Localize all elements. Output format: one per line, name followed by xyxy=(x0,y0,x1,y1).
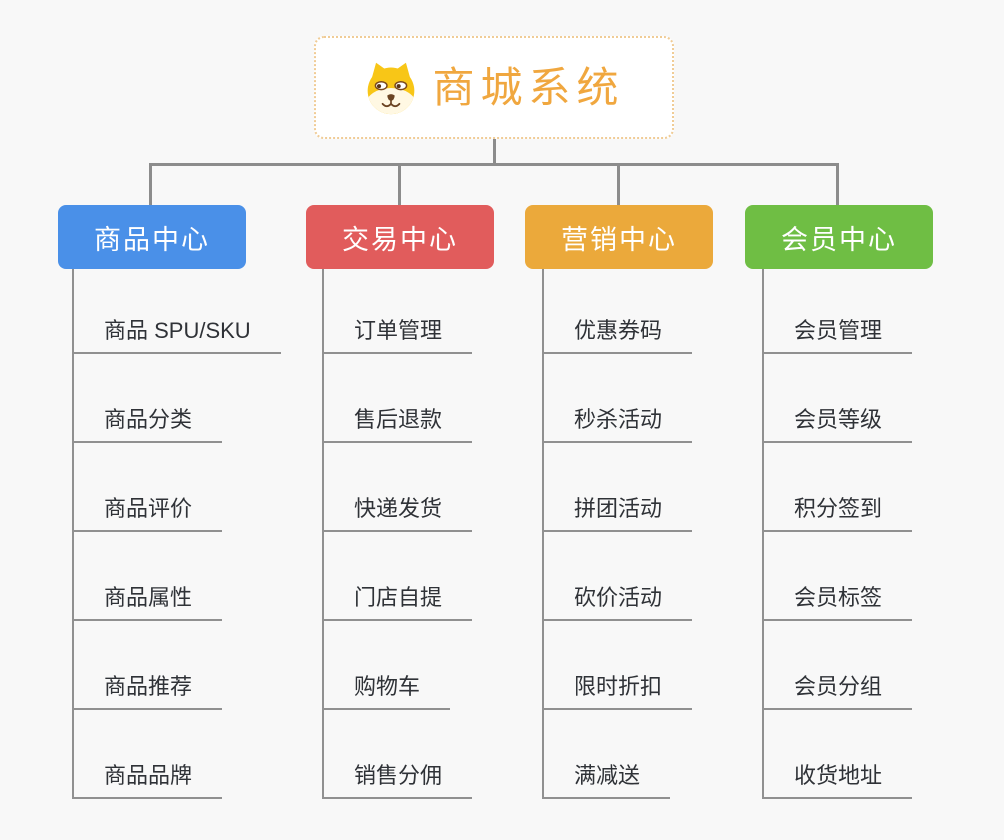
connector-stub-member-center xyxy=(836,164,839,206)
branch-items-member-center: 会员管理 会员等级 积分签到 会员标签 会员分组 收货地址 xyxy=(762,269,913,799)
leaf-node-label: 订单管理 xyxy=(324,318,473,354)
leaf-node[interactable]: 收货地址 xyxy=(764,710,913,799)
leaf-node[interactable]: 商品推荐 xyxy=(74,621,281,710)
connector-stub-product-center xyxy=(149,164,152,206)
leaf-node[interactable]: 售后退款 xyxy=(324,354,473,443)
connector-stub-marketing-center xyxy=(617,164,620,206)
leaf-node-label: 购物车 xyxy=(324,674,451,710)
leaf-node[interactable]: 会员标签 xyxy=(764,532,913,621)
leaf-node[interactable]: 订单管理 xyxy=(324,269,473,354)
leaf-node[interactable]: 商品评价 xyxy=(74,443,281,532)
leaf-node-label: 优惠券码 xyxy=(544,318,693,354)
leaf-node-label: 销售分佣 xyxy=(324,763,473,799)
leaf-node[interactable]: 商品分类 xyxy=(74,354,281,443)
branch-node-trade-center[interactable]: 交易中心 xyxy=(306,205,494,269)
leaf-node-label: 门店自提 xyxy=(324,585,473,621)
leaf-node[interactable]: 门店自提 xyxy=(324,532,473,621)
leaf-node-label: 会员标签 xyxy=(764,585,913,621)
leaf-node[interactable]: 商品属性 xyxy=(74,532,281,621)
root-node-title: 商城系统 xyxy=(432,63,625,111)
leaf-node[interactable]: 积分签到 xyxy=(764,443,913,532)
leaf-node-label: 商品属性 xyxy=(74,585,223,621)
connector-root-stub xyxy=(493,139,496,166)
branch-items-marketing-center: 优惠券码 秒杀活动 拼团活动 砍价活动 限时折扣 满减送 xyxy=(542,269,693,799)
leaf-node[interactable]: 会员等级 xyxy=(764,354,913,443)
connector-horizontal-line xyxy=(149,163,839,166)
leaf-node[interactable]: 销售分佣 xyxy=(324,710,473,799)
leaf-node-label: 售后退款 xyxy=(324,407,473,443)
root-node-mall-system[interactable]: 商城系统 xyxy=(314,36,674,139)
leaf-node-label: 会员管理 xyxy=(764,318,913,354)
leaf-node[interactable]: 商品 SPU/SKU xyxy=(74,269,281,354)
leaf-node-label: 拼团活动 xyxy=(544,496,693,532)
leaf-node-label: 商品品牌 xyxy=(74,763,223,799)
branch-items-trade-center: 订单管理 售后退款 快递发货 门店自提 购物车 销售分佣 xyxy=(322,269,473,799)
leaf-node[interactable]: 会员分组 xyxy=(764,621,913,710)
leaf-node-label: 商品分类 xyxy=(74,407,223,443)
leaf-node-label: 会员分组 xyxy=(764,674,913,710)
leaf-node[interactable]: 优惠券码 xyxy=(544,269,693,354)
leaf-node[interactable]: 会员管理 xyxy=(764,269,913,354)
leaf-node-label: 积分签到 xyxy=(764,496,913,532)
leaf-node-label: 秒杀活动 xyxy=(544,407,693,443)
branch-node-product-center[interactable]: 商品中心 xyxy=(58,205,246,269)
branch-node-member-center[interactable]: 会员中心 xyxy=(745,205,933,269)
leaf-node-label: 会员等级 xyxy=(764,407,913,443)
connector-stub-trade-center xyxy=(398,164,401,206)
leaf-node-label: 限时折扣 xyxy=(544,674,693,710)
branch-node-marketing-center[interactable]: 营销中心 xyxy=(525,205,713,269)
leaf-node[interactable]: 限时折扣 xyxy=(544,621,693,710)
leaf-node[interactable]: 满减送 xyxy=(544,710,692,799)
leaf-node-label: 收货地址 xyxy=(764,763,913,799)
dog-face-icon xyxy=(368,62,415,114)
leaf-node[interactable]: 购物车 xyxy=(324,621,472,710)
leaf-node-label: 商品评价 xyxy=(74,496,223,532)
leaf-node-label: 商品推荐 xyxy=(74,674,223,710)
leaf-node[interactable]: 砍价活动 xyxy=(544,532,693,621)
branch-items-product-center: 商品 SPU/SKU 商品分类 商品评价 商品属性 商品推荐 商品品牌 xyxy=(72,269,281,799)
leaf-node-label: 商品 SPU/SKU xyxy=(74,318,281,354)
leaf-node[interactable]: 商品品牌 xyxy=(74,710,281,799)
leaf-node-label: 砍价活动 xyxy=(544,585,693,621)
leaf-node-label: 满减送 xyxy=(544,763,671,799)
leaf-node[interactable]: 秒杀活动 xyxy=(544,354,693,443)
leaf-node[interactable]: 拼团活动 xyxy=(544,443,693,532)
leaf-node-label: 快递发货 xyxy=(324,496,473,532)
leaf-node[interactable]: 快递发货 xyxy=(324,443,473,532)
